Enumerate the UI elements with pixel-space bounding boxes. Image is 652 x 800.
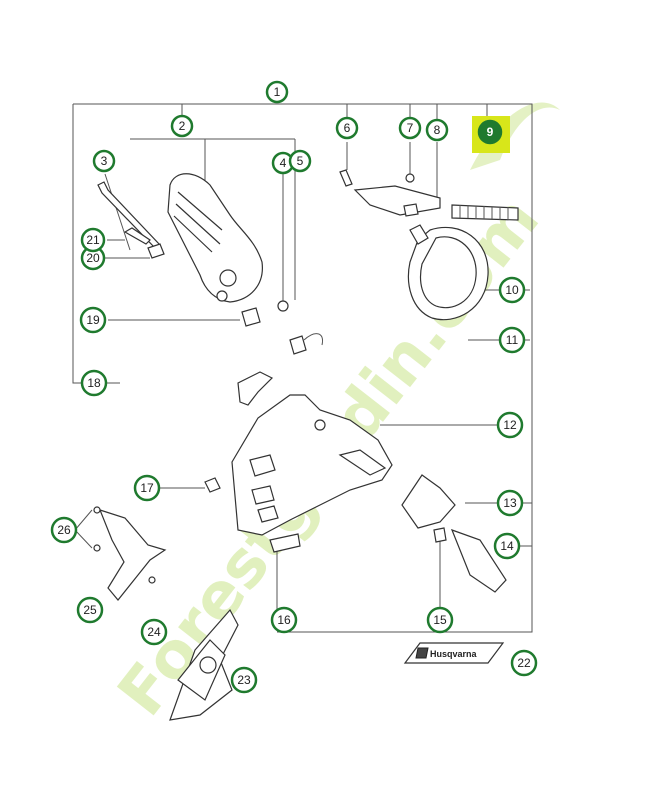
svg-text:13: 13 [503,496,517,510]
brake-spring-9 [451,204,519,221]
watermark-swoosh [470,102,560,170]
pin-6 [339,169,353,187]
svg-text:12: 12 [503,418,517,432]
callout-22: 22 [510,649,538,677]
svg-text:1: 1 [274,85,281,99]
brake-band-10 [407,224,489,321]
guard-plate-25 [98,509,167,601]
circlip-4 [277,300,289,312]
callout-25: 25 [76,596,104,624]
svg-text:26: 26 [57,523,71,537]
callout-5: 5 [288,149,312,173]
svg-text:5: 5 [297,154,304,168]
husqvarna-decal-22: Husqvarna [403,642,505,664]
chain-catcher-14 [450,528,507,593]
svg-text:14: 14 [500,539,514,553]
callout-6: 6 [335,116,359,140]
clip-18 [237,371,274,406]
svg-text:25: 25 [83,603,97,617]
callout-17: 17 [133,474,161,502]
screw-21 [123,227,151,245]
svg-text:19: 19 [86,313,100,327]
svg-text:9: 9 [487,125,494,139]
spring-5 [289,333,324,355]
callout-24: 24 [140,618,168,646]
callout-15: 15 [426,606,454,634]
svg-text:10: 10 [505,283,519,297]
svg-text:18: 18 [87,376,101,390]
parts: Husqvarna [93,169,519,721]
svg-text:20: 20 [86,251,100,265]
callout-13: 13 [496,489,524,517]
callout-1: 1 [265,80,289,104]
svg-text:24: 24 [147,625,161,639]
svg-text:8: 8 [434,123,441,137]
callout-10: 10 [498,276,526,304]
front-hand-guard [167,173,263,303]
callout-16: 16 [270,606,298,634]
plate-16 [269,533,301,553]
callout-26: 26 [50,516,78,544]
svg-text:23: 23 [237,673,251,687]
side-plate-23 [169,608,239,721]
screw-26a [93,506,101,514]
screw-15 [433,527,447,543]
screw-26b [93,544,101,552]
callout-9: 9 [472,116,510,153]
svg-text:21: 21 [86,233,100,247]
callout-8: 8 [425,118,449,142]
callout-23: 23 [230,666,258,694]
svg-text:6: 6 [344,121,351,135]
svg-text:22: 22 [517,656,531,670]
pin-3 [97,181,161,250]
callout-7: 7 [398,116,422,140]
husqvarna-label: Husqvarna [430,649,478,659]
callout-11: 11 [498,326,526,354]
brake-lever-7 [353,173,441,217]
svg-text:17: 17 [140,481,154,495]
callouts: 1 2 3 4 5 6 7 8 9 10 11 12 13 14 15 16 1… [50,80,538,694]
callout-21: 21 [80,227,106,253]
bushing-20 [147,243,165,259]
svg-text:2: 2 [179,119,186,133]
callout-3: 3 [92,149,116,173]
callout-18: 18 [80,369,108,397]
svg-text:4: 4 [280,156,287,170]
svg-text:16: 16 [277,613,291,627]
bushing-19 [241,307,261,327]
callout-19: 19 [79,306,107,334]
svg-text:7: 7 [407,121,414,135]
clutch-cover-12 [231,394,393,536]
callout-12: 12 [496,411,524,439]
cover-13 [401,474,456,529]
callout-2: 2 [170,114,194,138]
callout-14: 14 [493,532,521,560]
svg-text:15: 15 [433,613,447,627]
nut-17 [204,477,221,493]
svg-text:3: 3 [101,154,108,168]
svg-text:11: 11 [506,333,519,347]
